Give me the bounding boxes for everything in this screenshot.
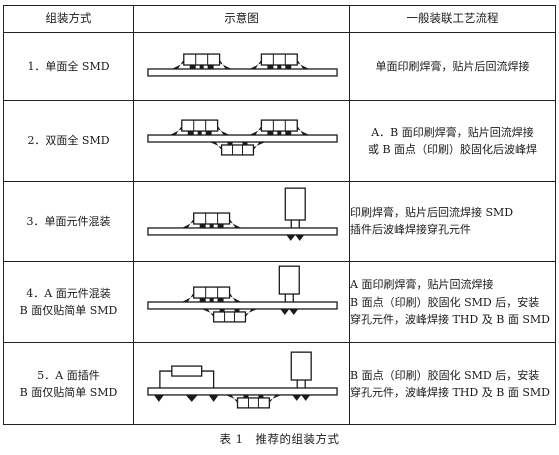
method-cell: 5．A 面插件 B 面仅贴简单 SMD	[3, 342, 134, 425]
small-chip-bottom	[185, 394, 198, 402]
a-side-mixed-b-side-smd-diagram	[147, 265, 338, 323]
through-hole-component	[284, 187, 306, 242]
smd-package-bottom	[201, 308, 259, 323]
smd-package	[248, 53, 310, 70]
through-hole-component	[290, 351, 312, 401]
method-cell: 2．双面全 SMD	[3, 99, 134, 183]
process-cell: 印刷焊膏，贴片后回流焊接 SMD 插件后波峰焊接穿孔元件	[349, 181, 556, 262]
single-side-mixed-diagram	[147, 187, 338, 242]
process-cell: B 面点（印刷）胶固化 SMD 后，安装 穿孔元件，波峰焊接 THD 及 B 面…	[349, 342, 556, 425]
diagram-cell	[133, 260, 350, 344]
double-side-smd-diagram	[147, 119, 338, 156]
table-row: 2．双面全 SMD A．B 面印刷焊膏，贴片回流焊接 或 B 面点（印刷）胶固化…	[3, 99, 556, 183]
axial-component	[153, 365, 219, 402]
smd-package	[181, 286, 243, 303]
pcb-board	[147, 134, 338, 143]
table-row: 1．单面全 SMD 单面印刷焊膏，贴片后回流焊接	[3, 32, 556, 101]
method-cell: 1．单面全 SMD	[3, 32, 134, 101]
method-cell: 3．单面元件混装	[3, 181, 134, 262]
smd-package-bottom	[209, 141, 267, 156]
diagram-cell	[133, 181, 350, 262]
header-process: 一般装联工艺流程	[349, 5, 556, 33]
assembly-methods-table: 组装方式 示意图 一般装联工艺流程 1．单面全 SMD 单面印刷焊膏，贴片后回流…	[3, 5, 556, 425]
table-row: 3．单面元件混装 印刷焊膏，贴片后回流焊接 SMD	[3, 181, 556, 262]
through-hole-component	[278, 265, 300, 315]
table-header-row: 组装方式 示意图 一般装联工艺流程	[3, 5, 556, 33]
method-cell: 4．A 面元件混装 B 面仅贴简单 SMD	[3, 260, 134, 344]
process-cell: 单面印刷焊膏，贴片后回流焊接	[349, 32, 556, 101]
single-side-smd-diagram	[147, 53, 338, 77]
smd-package	[248, 119, 310, 136]
table-row: 5．A 面插件 B 面仅贴简单 SMD	[3, 342, 556, 425]
process-cell: A．B 面印刷焊膏，贴片回流焊接 或 B 面点（印刷）胶固化后波峰焊	[349, 99, 556, 183]
smd-package	[181, 212, 243, 230]
table-caption: 表 1 推荐的组装方式	[219, 432, 340, 446]
pcb-board	[147, 301, 338, 310]
pcb-board	[147, 227, 338, 237]
a-side-tht-b-side-smd-diagram	[147, 351, 338, 409]
smd-package	[169, 119, 231, 136]
process-cell: A 面印刷焊膏，贴片回流焊接 B 面点（印刷）胶固化 SMD 后，安装 穿孔元件…	[349, 260, 556, 344]
pcb-board	[147, 386, 338, 396]
table-row: 4．A 面元件混装 B 面仅贴简单 SMD	[3, 260, 556, 344]
diagram-cell	[133, 99, 350, 183]
diagram-cell	[133, 342, 350, 425]
smd-package	[171, 53, 233, 70]
smd-package-bottom	[224, 393, 282, 409]
diagram-cell	[133, 32, 350, 101]
pcb-board	[147, 68, 338, 77]
header-diagram: 示意图	[133, 5, 350, 33]
header-method: 组装方式	[3, 5, 134, 33]
